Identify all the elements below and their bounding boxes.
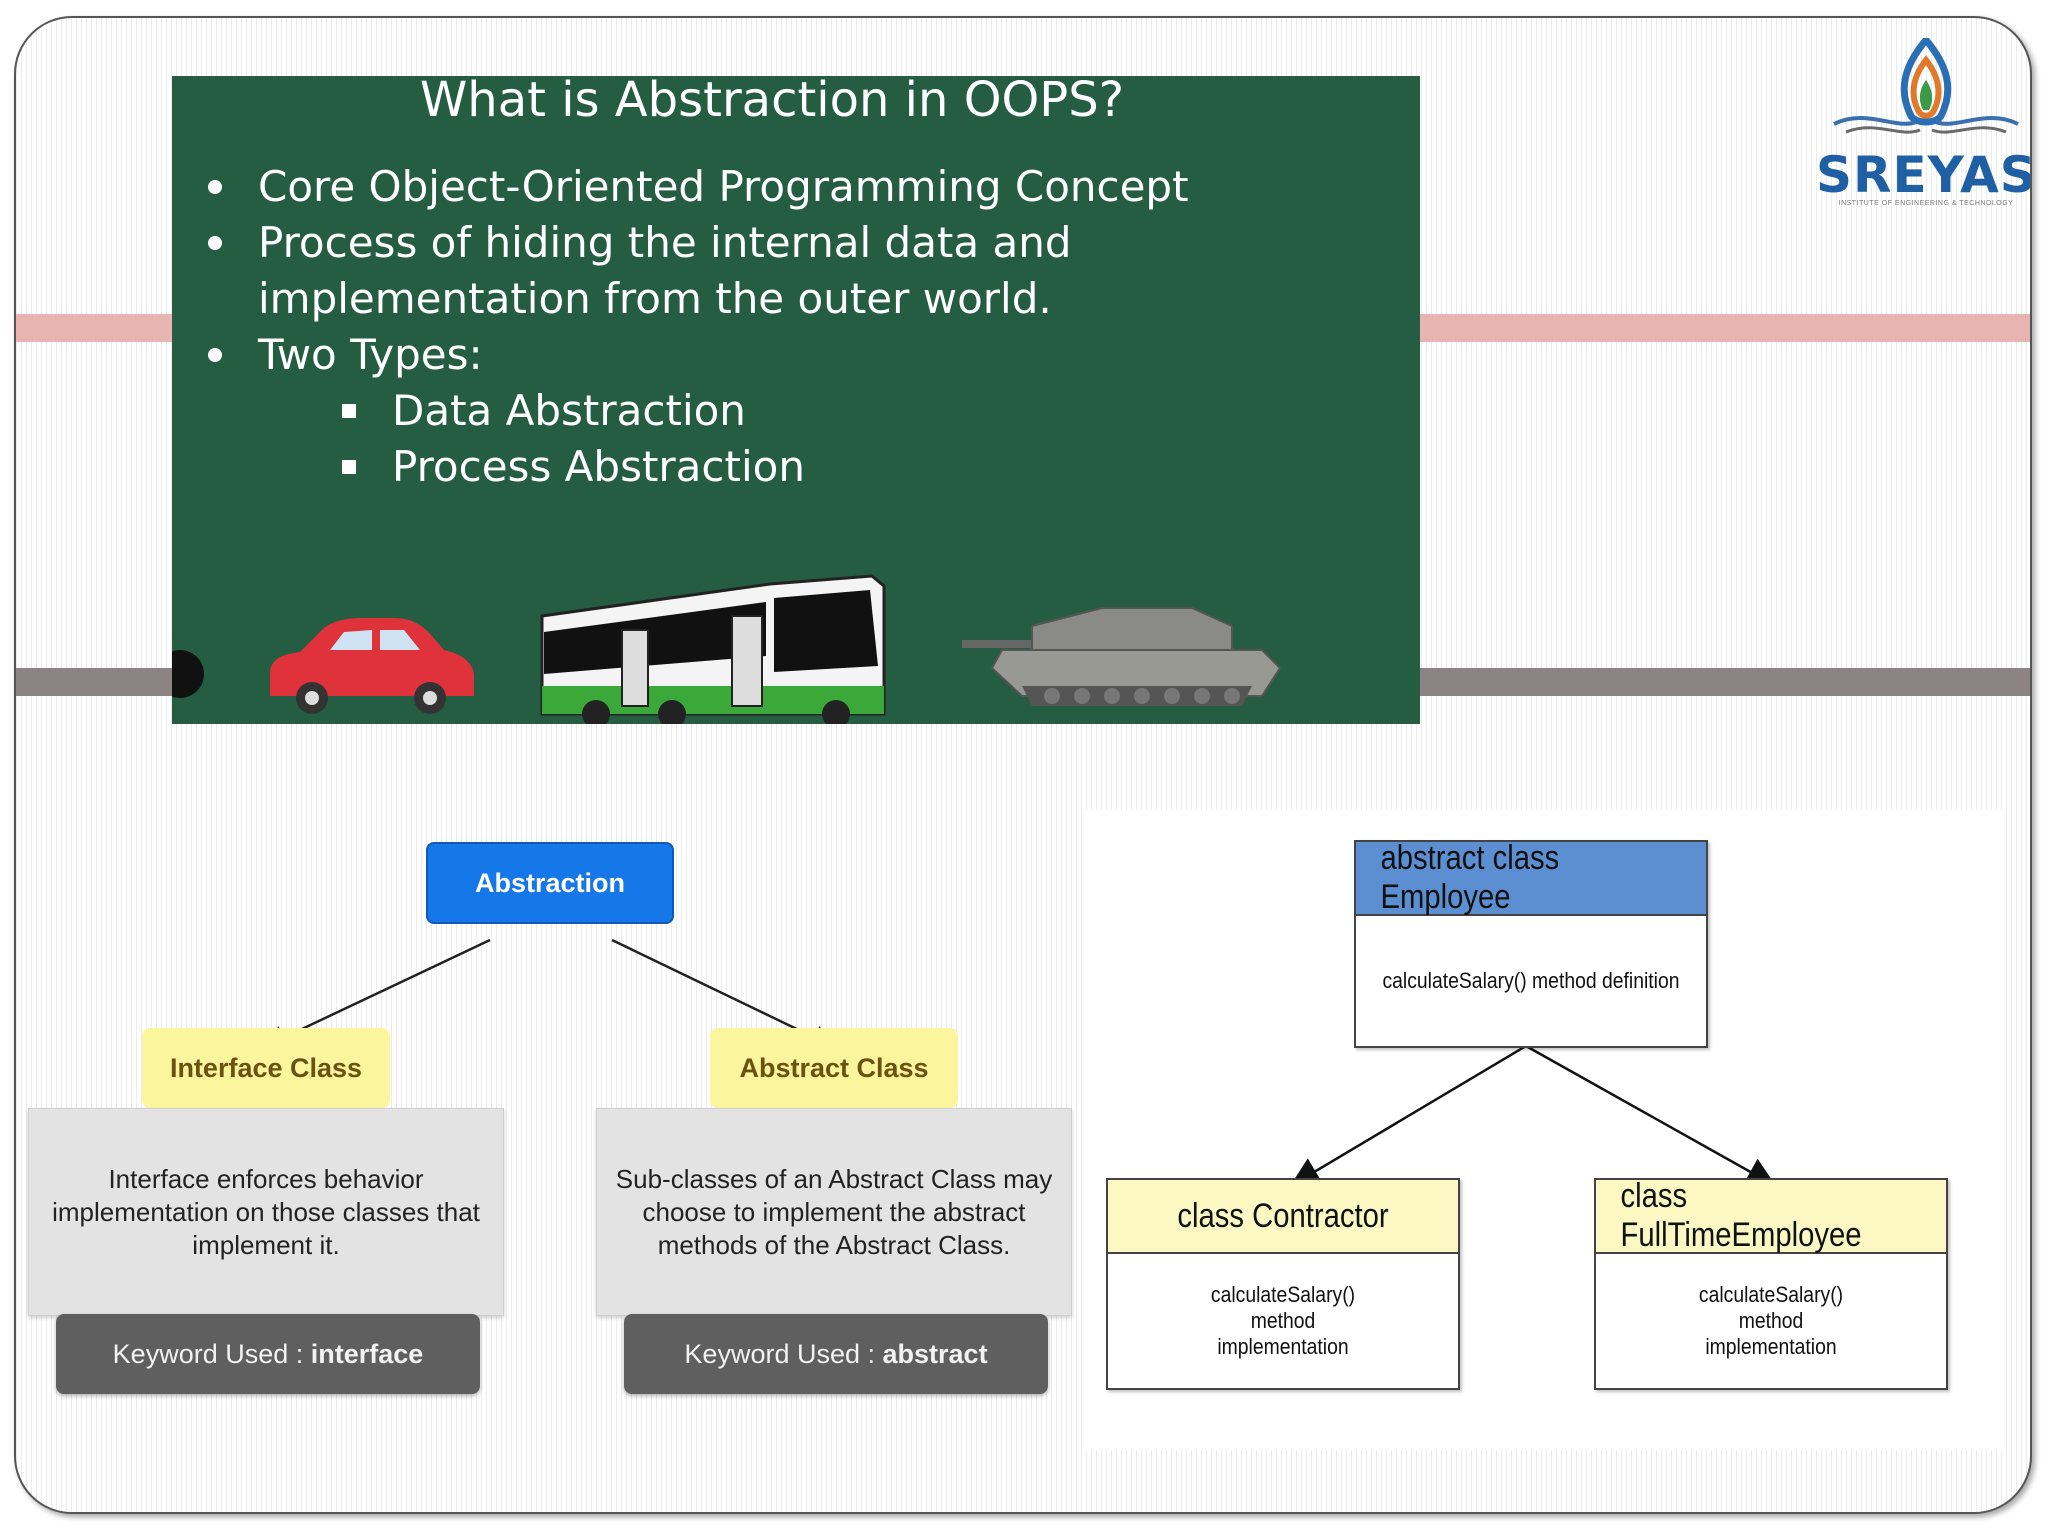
uml-class-employee: abstract class Employee calculateSalary(… — [1354, 839, 1708, 1048]
sub-bullet-text: Data Abstraction — [392, 386, 746, 435]
keyword-value: abstract — [882, 1338, 988, 1369]
bullet-item: Two Types: — [208, 334, 483, 376]
sreyas-logo: SREYAS INSTITUTE OF ENGINEERING & TECHNO… — [1816, 38, 2032, 213]
uml-class-fulltimeemployee: class FullTimeEmployee calculateSalary()… — [1594, 1177, 1948, 1390]
uml-class-header: class Contractor — [1108, 1180, 1458, 1254]
uml-class-name: abstract class Employee — [1380, 839, 1560, 916]
uml-class-body: calculateSalary() method definition — [1382, 968, 1680, 993]
bullet-dot-icon — [208, 180, 222, 194]
logo-text: SREYAS — [1816, 146, 2032, 204]
uml-class-header: abstract class Employee — [1356, 839, 1706, 916]
sub-bullet-text: Process Abstraction — [392, 442, 805, 491]
bus-icon — [540, 574, 886, 724]
bullet-text: Process of hiding the internal data and — [258, 218, 1072, 267]
uml-diagram-panel: abstract class Employee calculateSalary(… — [1082, 810, 2002, 1450]
abstract-class-node: Abstract Class — [710, 1028, 958, 1108]
car-icon — [270, 618, 474, 714]
keyword-value: interface — [310, 1338, 424, 1369]
bullet-text: implementation from the outer world. — [258, 274, 1052, 323]
keyword-label: Keyword Used : — [684, 1338, 883, 1369]
uml-class-name: class FullTimeEmployee — [1620, 1177, 1862, 1254]
slide-image-panel: What is Abstraction in OOPS? Core Object… — [172, 76, 1420, 724]
play-circle-icon — [172, 650, 204, 698]
abstraction-node: Abstraction — [426, 842, 674, 924]
abstract-keyword-badge: Keyword Used : abstract — [624, 1314, 1048, 1394]
uml-class-body: calculateSalary() method implementation — [1698, 1282, 1844, 1359]
sub-bullet-item: Process Abstraction — [342, 446, 805, 488]
bullet-text: Core Object-Oriented Programming Concept — [258, 162, 1189, 211]
slide: SREYAS INSTITUTE OF ENGINEERING & TECHNO… — [14, 16, 2032, 1514]
logo-tagline: INSTITUTE OF ENGINEERING & TECHNOLOGY — [1838, 200, 2014, 207]
bullet-continuation: implementation from the outer world. — [258, 278, 1052, 320]
square-bullet-icon — [342, 460, 356, 474]
sub-bullet-item: Data Abstraction — [342, 390, 746, 432]
uml-connectors — [1289, 1044, 1777, 1187]
interface-keyword-badge: Keyword Used : interface — [56, 1314, 480, 1394]
interface-class-node: Interface Class — [142, 1028, 390, 1108]
bullet-text: Two Types: — [258, 330, 483, 379]
bullet-dot-icon — [208, 348, 222, 362]
keyword-label: Keyword Used : — [112, 1338, 311, 1369]
abstract-description: Sub-classes of an Abstract Class may cho… — [596, 1108, 1072, 1316]
uml-class-contractor: class Contractor calculateSalary() metho… — [1106, 1178, 1460, 1390]
square-bullet-icon — [342, 404, 356, 418]
bullet-dot-icon — [208, 236, 222, 250]
uml-class-name: class Contractor — [1177, 1196, 1389, 1235]
uml-class-body: calculateSalary() method implementation — [1210, 1282, 1356, 1359]
tank-icon — [962, 607, 1282, 706]
uml-class-header: class FullTimeEmployee — [1596, 1177, 1946, 1254]
bullet-item: Core Object-Oriented Programming Concept — [208, 166, 1189, 208]
vehicles-illustration — [172, 574, 1282, 724]
flame-emblem-icon — [1833, 38, 2019, 134]
bullet-item: Process of hiding the internal data and — [208, 222, 1072, 264]
interface-description: Interface enforces behavior implementati… — [28, 1108, 504, 1316]
slide-heading: What is Abstraction in OOPS? — [419, 76, 1125, 128]
